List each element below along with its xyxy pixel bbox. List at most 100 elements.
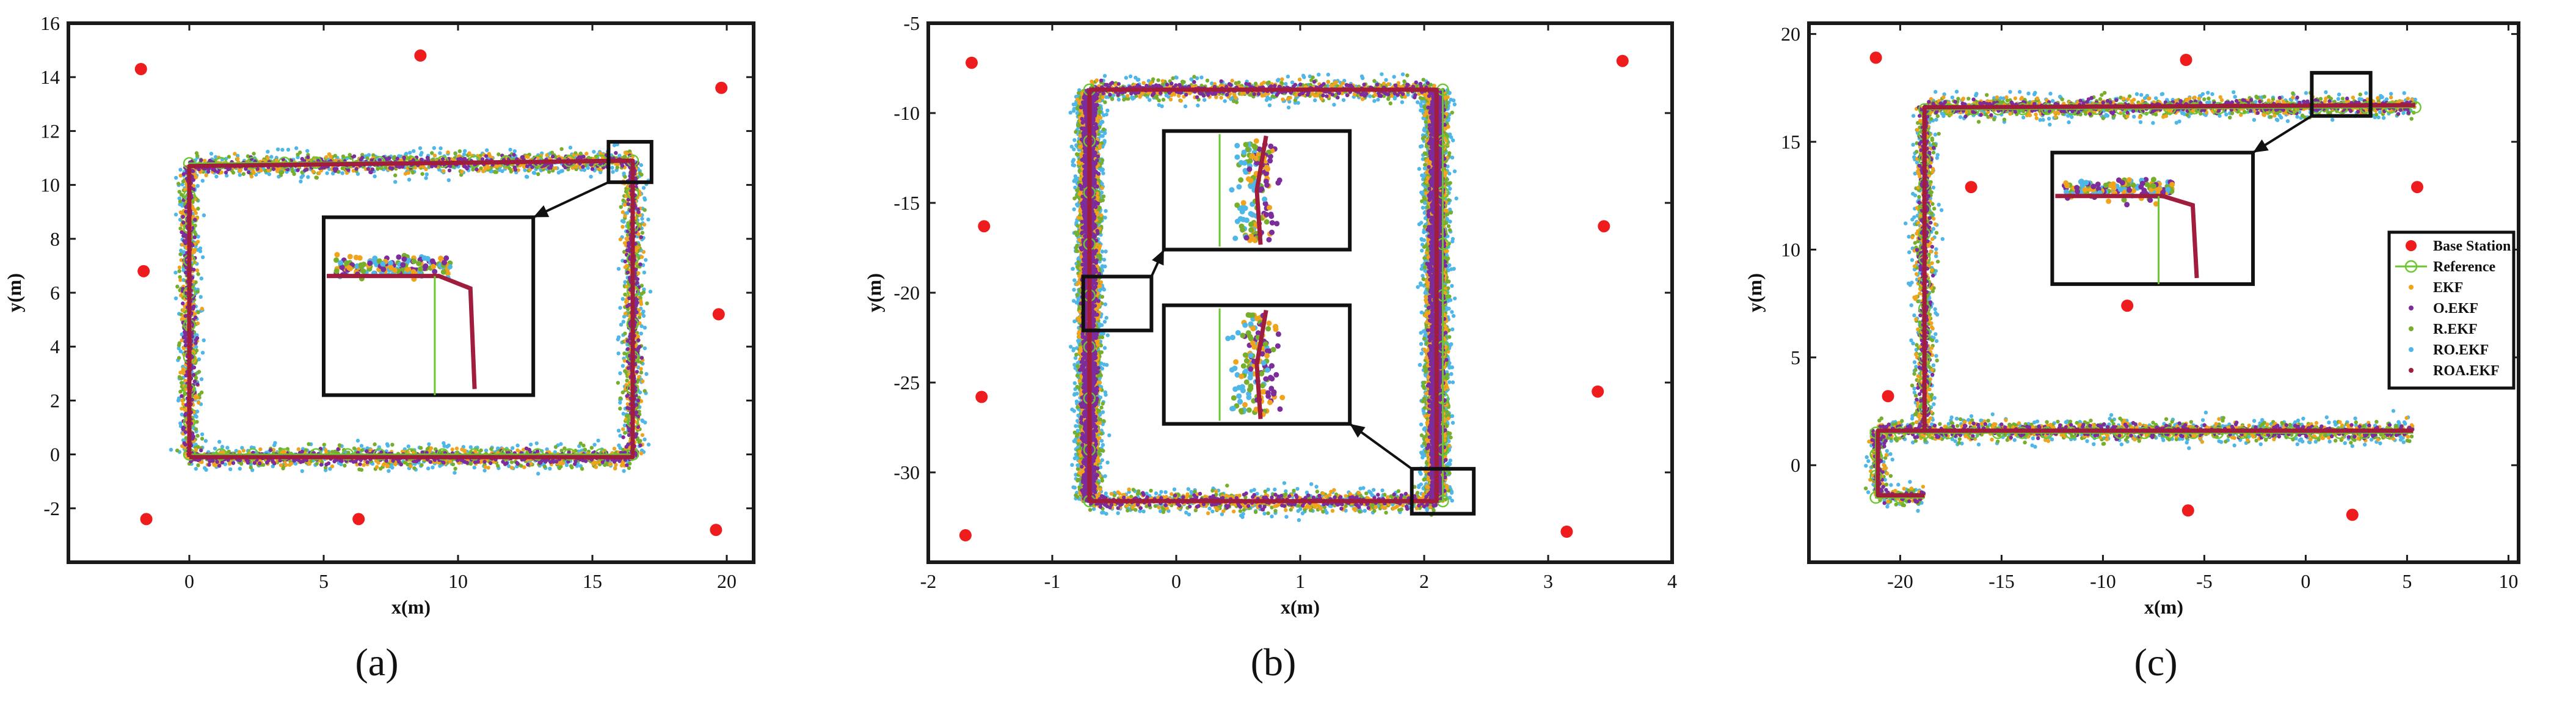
point-roekf (446, 443, 451, 448)
point-rekf (373, 442, 377, 447)
plot-area (134, 49, 728, 537)
point-roekf (202, 213, 206, 218)
point-oekf (567, 450, 571, 455)
point-oekf (183, 430, 187, 435)
point-roekf (200, 178, 205, 183)
point-oekf (430, 164, 434, 169)
point-ekf (639, 299, 643, 303)
point-oekf (306, 155, 310, 160)
point-ekf (612, 447, 617, 451)
point-roekf (199, 276, 203, 280)
point-roekf (1400, 72, 1405, 76)
point-rekf (453, 466, 457, 471)
point-roekf (1400, 100, 1405, 105)
point-roekf (564, 463, 569, 468)
point-oekf (192, 379, 197, 384)
point-oekf (207, 463, 211, 467)
point-rekf (431, 158, 435, 162)
point-roekf (1380, 72, 1384, 76)
inset-point-rekf (416, 260, 422, 266)
point-roekf (622, 424, 627, 428)
point-oekf (183, 314, 187, 318)
point-ekf (594, 465, 599, 469)
point-rekf (615, 165, 619, 170)
inset-point-oekf (396, 254, 402, 260)
point-roekf (640, 216, 644, 221)
point-oekf (526, 463, 530, 467)
point-roekf (419, 153, 423, 157)
y-tick-label: -2 (43, 497, 60, 519)
point-roekf (339, 462, 343, 466)
point-rekf (457, 149, 462, 153)
y-tick-label: 14 (40, 66, 60, 88)
point-ekf (637, 375, 641, 379)
point-roekf (432, 146, 436, 150)
y-tick-label: 12 (40, 120, 60, 142)
point-rekf (479, 448, 483, 453)
point-ekf (249, 174, 254, 178)
point-ekf (317, 171, 321, 175)
point-oekf (300, 156, 304, 161)
point-roekf (616, 335, 621, 339)
point-oekf (332, 167, 337, 171)
point-ekf (178, 278, 183, 282)
x-tick-label: 0 (184, 570, 194, 592)
point-rekf (625, 378, 629, 383)
point-ekf (486, 166, 490, 170)
point-rekf (519, 464, 523, 468)
point-ekf (183, 408, 187, 413)
point-roekf (202, 338, 206, 342)
point-ekf (266, 156, 270, 160)
point-oekf (303, 168, 307, 172)
point-roekf (1223, 99, 1227, 103)
point-ekf (522, 163, 526, 167)
point-roekf (1183, 104, 1188, 109)
point-rekf (623, 431, 627, 435)
point-rekf (628, 461, 632, 466)
point-rekf (623, 331, 627, 336)
plot-area (959, 54, 1629, 541)
point-roekf (217, 439, 222, 444)
point-oekf (525, 164, 529, 169)
point-rekf (241, 172, 246, 176)
point-ekf (178, 370, 183, 375)
point-oekf (515, 461, 520, 466)
point-oekf (456, 458, 460, 463)
point-ekf (599, 151, 603, 156)
point-oekf (184, 205, 188, 210)
point-oekf (636, 210, 641, 215)
point-oekf (621, 435, 625, 439)
point-ekf (259, 168, 263, 173)
point-ekf (181, 346, 186, 351)
point-oekf (193, 218, 197, 222)
point-ekf (638, 213, 642, 218)
x-tick-label: 15 (583, 570, 602, 592)
point-ekf (386, 464, 390, 468)
point-rekf (566, 167, 570, 172)
point-ekf (522, 447, 526, 452)
point-rekf (525, 450, 529, 455)
point-roekf (198, 249, 203, 254)
point-rekf (583, 447, 588, 452)
point-roekf (620, 297, 625, 301)
point-ekf (486, 466, 490, 470)
point-ekf (289, 461, 293, 466)
point-rekf (343, 463, 347, 468)
reference-marker (404, 448, 418, 461)
point-rekf (640, 230, 645, 235)
point-roekf (618, 400, 622, 405)
point-roekf (286, 147, 291, 152)
point-rekf (623, 369, 627, 373)
point-oekf (180, 394, 184, 398)
point-roekf (592, 442, 597, 447)
point-roekf (225, 446, 230, 450)
point-oekf (199, 448, 203, 453)
point-ekf (608, 462, 613, 466)
point-roekf (1267, 103, 1272, 108)
point-rekf (194, 151, 199, 155)
point-ekf (624, 383, 628, 387)
point-rekf (194, 427, 198, 431)
point-roekf (1174, 75, 1179, 80)
point-ekf (442, 169, 446, 174)
